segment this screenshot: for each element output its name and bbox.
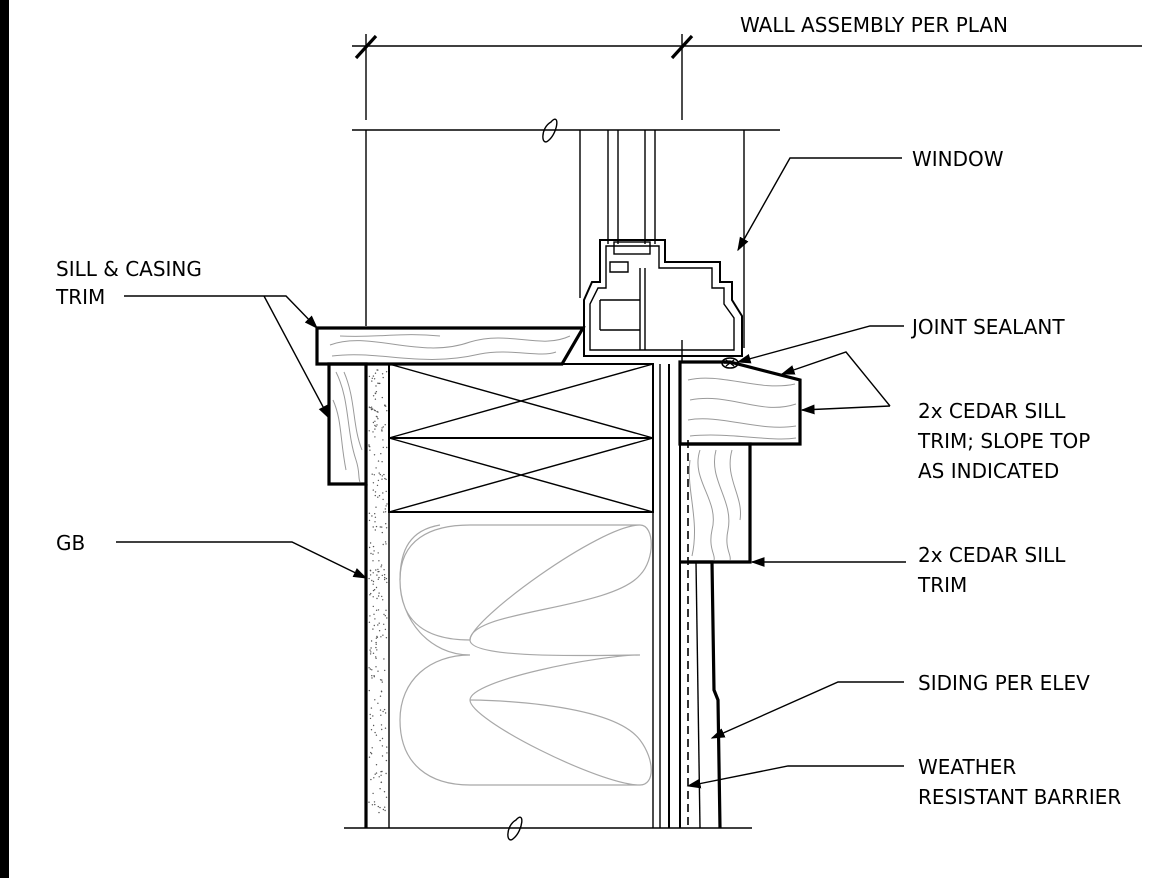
upper-wall-lines	[365, 130, 745, 348]
cedar-sill-slope-label-line3: AS INDICATED	[918, 459, 1059, 483]
window-label: WINDOW	[912, 147, 1004, 171]
exterior-lower-sill-trim	[680, 442, 752, 564]
sill-casing-label-line2: TRIM	[55, 285, 105, 309]
interior-casing	[327, 362, 368, 486]
cedar-sill-label-line2: TRIM	[917, 573, 967, 597]
gb-label: GB	[56, 531, 85, 555]
joint-sealant-bead	[721, 357, 739, 369]
interior-sill-trim	[315, 326, 586, 366]
exterior-sloped-sill-trim	[678, 360, 802, 446]
wrb-label-line2: RESISTANT BARRIER	[918, 785, 1121, 809]
joint-sealant-label: JOINT SEALANT	[910, 315, 1065, 339]
sheet-border	[0, 0, 9, 878]
exterior-sheathing	[659, 364, 681, 828]
cedar-sill-slope-label-line2: TRIM; SLOPE TOP	[917, 429, 1090, 453]
bottom-break-line	[344, 816, 752, 841]
siding-label: SIDING PER ELEV	[918, 671, 1090, 695]
wall-assembly-label: WALL ASSEMBLY PER PLAN	[740, 13, 1008, 37]
top-break-line	[352, 118, 780, 143]
sill-casing-label-line1: SILL & CASING	[56, 257, 202, 281]
leader-lines	[116, 157, 906, 789]
siding	[688, 560, 722, 829]
insulation-batt	[399, 364, 654, 828]
cedar-sill-slope-label-line1: 2x CEDAR SILL	[918, 399, 1066, 423]
framing-blocking	[388, 363, 654, 513]
cedar-sill-label-line1: 2x CEDAR SILL	[918, 543, 1066, 567]
gypsum-board	[364, 364, 390, 828]
wrb-label-line1: WEATHER	[918, 755, 1016, 779]
window-frame-profile	[583, 239, 743, 362]
wall-dimension	[352, 34, 1142, 120]
